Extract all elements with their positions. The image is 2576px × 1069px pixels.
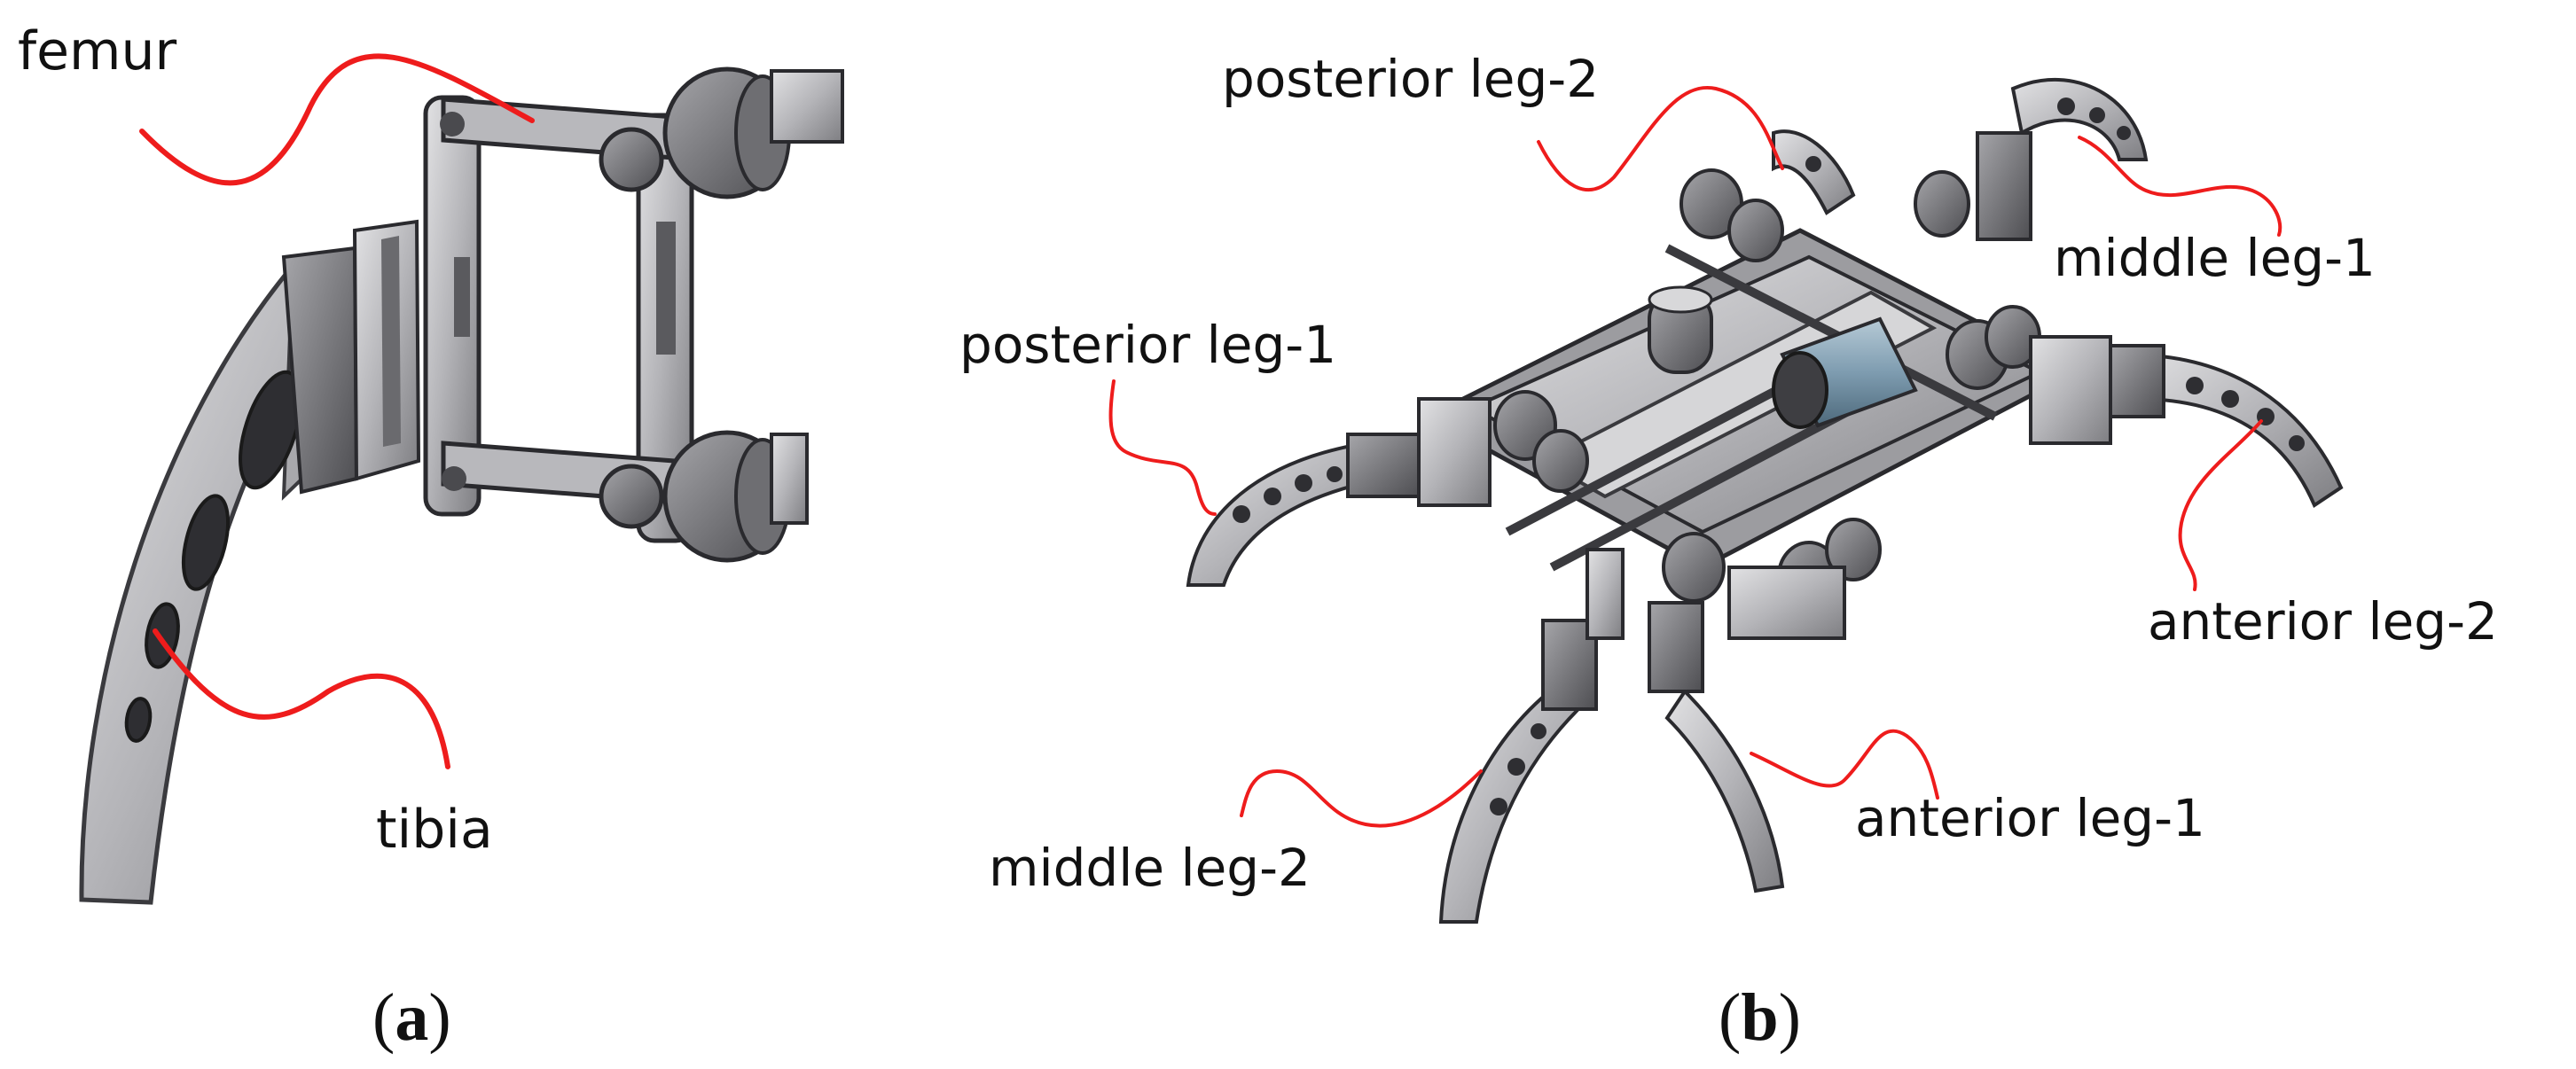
- leg-anterior-2: [2029, 335, 2344, 508]
- posterior-leg-2-leader-line: [1537, 85, 1784, 192]
- anterior-leg-1-leader-line: [1750, 729, 1939, 800]
- leg-anterior-1: [1648, 566, 1846, 893]
- femur-leader-line: [139, 53, 535, 186]
- label-femur: femur: [18, 20, 177, 82]
- middle-leg-1-leader-line: [2078, 136, 2282, 237]
- panel-a-leg-drawing: [79, 53, 844, 905]
- label-middle-leg-2: middle leg-2: [989, 838, 1311, 898]
- leg-middle-1: [1976, 78, 2149, 241]
- tibia-bracket: [281, 219, 421, 495]
- caption-a-open: (: [372, 980, 395, 1055]
- leg-middle-2: [1438, 548, 1625, 924]
- hip-joint-part: [662, 66, 844, 563]
- panel-b-robot-drawing: [1108, 78, 2344, 924]
- caption-b-open: (: [1719, 980, 1742, 1055]
- label-middle-leg-1: middle leg-1: [2054, 228, 2376, 288]
- caption-panel-b: (b): [1719, 984, 1801, 1051]
- tibia-leader-line: [153, 628, 450, 769]
- label-anterior-leg-2: anterior leg-2: [2148, 591, 2498, 652]
- leg-posterior-2: [1772, 129, 1856, 215]
- drive-motor: [1772, 316, 1918, 429]
- caption-panel-a: (a): [372, 984, 451, 1051]
- label-tibia: tibia: [376, 799, 493, 861]
- femur-part: [423, 95, 694, 543]
- leg-posterior-1: [1186, 397, 1492, 587]
- label-posterior-leg-1: posterior leg-1: [959, 315, 1337, 375]
- caption-a-letter: a: [395, 980, 429, 1055]
- posterior-leg-1-leader-line: [1108, 379, 1217, 516]
- caption-b-close: ): [1778, 980, 1801, 1055]
- caption-b-letter: b: [1741, 980, 1779, 1055]
- middle-leg-2-leader-line: [1240, 769, 1483, 828]
- caption-a-close: ): [428, 980, 451, 1055]
- label-anterior-leg-1: anterior leg-1: [1855, 788, 2205, 848]
- anterior-leg-2-leader-line: [2178, 419, 2263, 591]
- label-posterior-leg-2: posterior leg-2: [1222, 49, 1600, 109]
